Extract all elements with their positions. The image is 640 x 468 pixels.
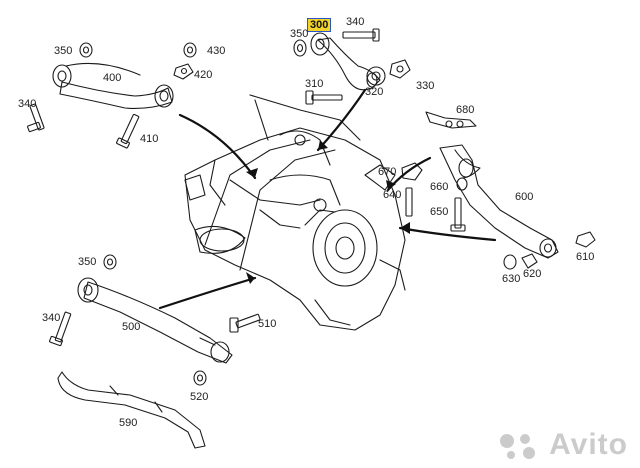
callout-340-left: 340 <box>18 98 37 110</box>
control-arm-600 <box>439 144 559 259</box>
pointer-arrows <box>158 88 497 310</box>
washer-660 <box>456 177 468 191</box>
callout-640: 640 <box>383 189 402 201</box>
washer-520 <box>193 370 207 386</box>
callout-340-lower: 340 <box>42 312 61 324</box>
callout-320: 320 <box>365 86 384 98</box>
callout-500: 500 <box>122 321 141 333</box>
washer-350-top <box>293 39 307 57</box>
subframe-knuckle-assembly <box>184 94 406 331</box>
bolt-340-left <box>27 103 45 133</box>
callout-590: 590 <box>119 417 138 429</box>
nut-610 <box>575 231 596 248</box>
callout-510: 510 <box>258 318 277 330</box>
washer-350-lower <box>103 254 117 270</box>
callout-520: 520 <box>190 391 209 403</box>
callout-610: 610 <box>576 251 595 263</box>
callout-650: 650 <box>430 206 449 218</box>
watermark-text: Avito <box>549 428 628 461</box>
nut-620 <box>521 253 538 269</box>
bolt-310 <box>305 90 343 105</box>
callout-310: 310 <box>305 78 324 90</box>
callout-400: 400 <box>103 72 122 84</box>
callout-340-top: 340 <box>346 16 365 28</box>
nut-670 <box>401 162 423 181</box>
avito-dots-icon <box>499 434 535 460</box>
callout-350-left: 350 <box>54 45 73 57</box>
callout-670: 670 <box>378 166 397 178</box>
washer-320 <box>366 72 378 88</box>
control-arm-500 <box>77 277 233 364</box>
bracket-680 <box>425 111 477 129</box>
callout-430: 430 <box>207 45 226 57</box>
callout-420: 420 <box>194 69 213 81</box>
washer-630 <box>503 254 517 270</box>
bolt-640 <box>405 187 413 217</box>
bolt-650 <box>450 197 466 232</box>
callout-410: 410 <box>140 133 159 145</box>
callout-330: 330 <box>416 80 435 92</box>
callout-680: 680 <box>456 104 475 116</box>
bolt-510 <box>229 313 261 333</box>
callout-350-top: 350 <box>290 28 309 40</box>
bolt-340-lower <box>49 311 72 347</box>
watermark-logo: Avito <box>497 428 628 462</box>
callout-300[interactable]: 300 <box>307 18 332 32</box>
control-arm-400 <box>52 62 174 109</box>
callout-350-lower: 350 <box>78 256 97 268</box>
nut-420 <box>173 63 194 80</box>
strap-590 <box>57 371 206 449</box>
callout-630: 630 <box>502 273 521 285</box>
callout-600: 600 <box>515 191 534 203</box>
washer-350-left <box>79 42 93 58</box>
washer-430 <box>183 42 197 58</box>
bolt-410 <box>116 113 140 149</box>
callout-660: 660 <box>430 181 449 193</box>
pointer-heads <box>246 140 410 284</box>
bolt-340-top <box>342 28 380 42</box>
nut-330 <box>389 59 411 79</box>
callout-620: 620 <box>523 268 542 280</box>
